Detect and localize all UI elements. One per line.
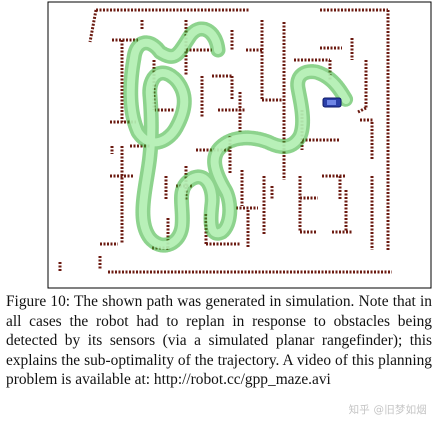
figure-caption: Figure 10: The shown path was generated … xyxy=(6,293,432,389)
trajectory-core xyxy=(126,25,350,250)
wall-left-top xyxy=(88,9,98,43)
robot-trajectory xyxy=(123,21,354,253)
maze-figure xyxy=(47,1,432,289)
robot-marker xyxy=(322,97,342,108)
watermark: 知乎 @旧梦如烟 xyxy=(348,404,427,416)
maze-walls xyxy=(58,8,392,274)
